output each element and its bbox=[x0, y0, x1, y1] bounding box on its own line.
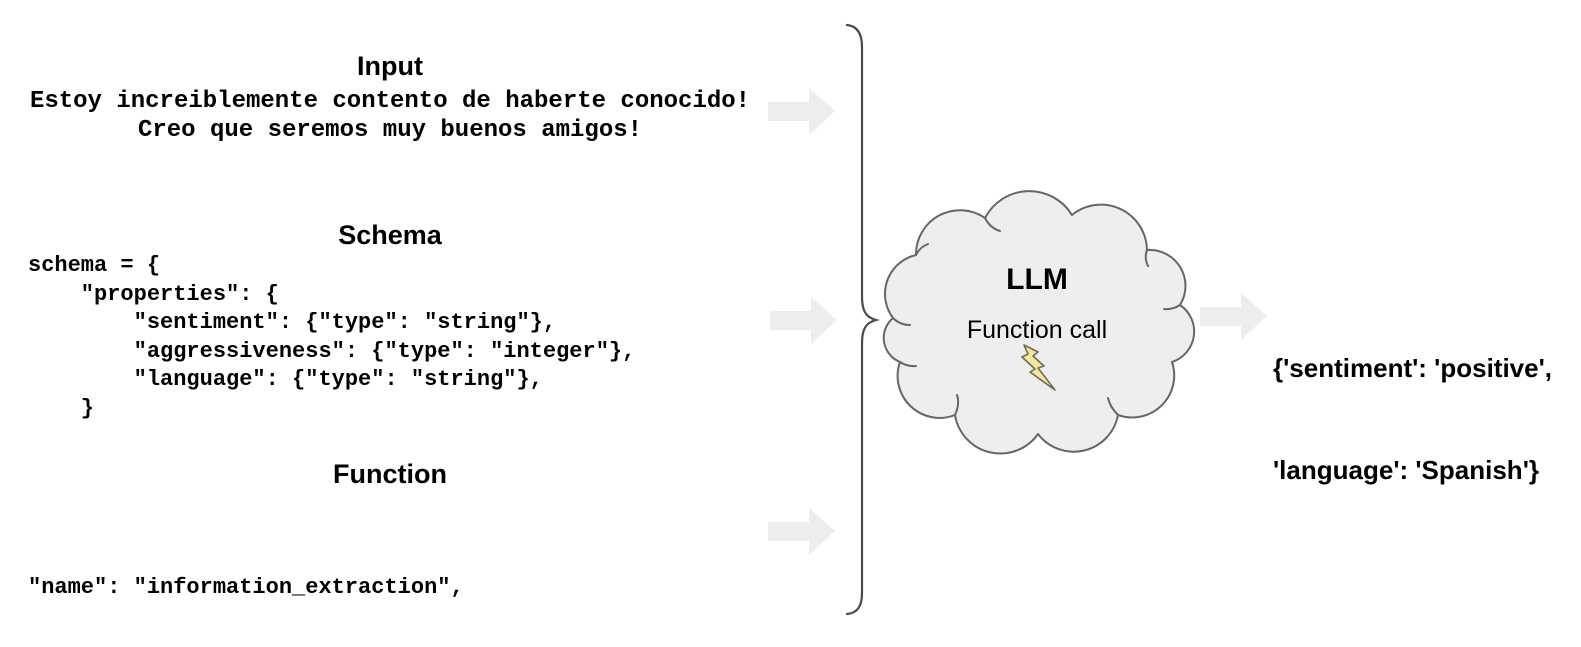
schema-code-block: schema = { "properties": { "sentiment": … bbox=[28, 253, 636, 421]
arrow-function-to-llm-icon bbox=[768, 508, 835, 555]
arrow-input-to-llm-icon bbox=[768, 88, 835, 135]
input-section-title: Input bbox=[357, 51, 423, 81]
function-name-line: "name": "information_extraction", bbox=[28, 575, 464, 600]
arrow-schema-to-llm-icon bbox=[770, 297, 837, 344]
lightning-bolt-icon bbox=[1021, 344, 1056, 391]
input-text-line-2: Creo que seremos muy buenos amigos! bbox=[137, 117, 643, 144]
arrow-llm-to-output-icon bbox=[1200, 293, 1267, 340]
grouping-brace-icon bbox=[845, 23, 881, 616]
output-line-2: 'language': 'Spanish'} bbox=[1273, 455, 1539, 485]
llm-output-result: {'sentiment': 'positive', 'language': 'S… bbox=[1273, 283, 1552, 555]
llm-label: LLM bbox=[1006, 263, 1068, 296]
llm-function-call-label: Function call bbox=[966, 316, 1108, 344]
function-code-block: "name": "information_extraction", "descr… bbox=[28, 490, 767, 647]
schema-section-title: Schema bbox=[338, 220, 442, 250]
function-section-title: Function bbox=[333, 459, 447, 489]
cloud-inner-arcs bbox=[892, 217, 1181, 416]
output-line-1: {'sentiment': 'positive', bbox=[1273, 353, 1553, 383]
input-text-line-1: Estoy increiblemente contento de haberte… bbox=[29, 88, 751, 115]
